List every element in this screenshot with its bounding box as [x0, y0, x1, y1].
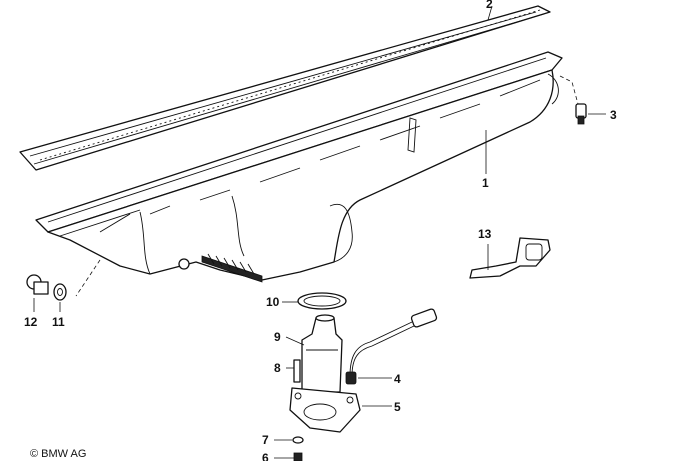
callout-10: 10 — [266, 295, 280, 309]
clip-part-4: 4 — [345, 371, 401, 386]
bracket-part-13: 13 — [469, 227, 551, 279]
sensor-gasket-part-5: 5 — [289, 387, 401, 433]
callout-8: 8 — [274, 361, 281, 375]
o-ring-part-10: 10 — [266, 292, 347, 310]
bolt-part-3: 3 — [559, 75, 617, 125]
nut-part-6: 6 — [262, 451, 303, 461]
callout-12: 12 — [24, 315, 38, 329]
callout-4: 4 — [394, 372, 401, 386]
callout-2: 2 — [486, 0, 493, 11]
washer-part-11: 11 — [52, 283, 67, 329]
callout-7: 7 — [262, 433, 269, 447]
callout-3: 3 — [610, 108, 617, 122]
stud-part-8: 8 — [274, 359, 301, 383]
washer-part-7: 7 — [262, 433, 304, 447]
oil-pan-gasket — [19, 5, 551, 171]
drain-plug-part-12: 12 — [24, 259, 101, 329]
callout-11: 11 — [52, 315, 65, 329]
copyright-notice: © BMW AG — [30, 448, 86, 460]
oil-level-sensor-part-9: 9 — [274, 308, 438, 393]
callout-6: 6 — [262, 451, 269, 461]
callout-5: 5 — [394, 400, 401, 414]
callout-13: 13 — [478, 227, 492, 241]
callout-9: 9 — [274, 330, 281, 344]
callout-1: 1 — [482, 176, 489, 190]
oil-pan: 1 — [35, 51, 563, 283]
